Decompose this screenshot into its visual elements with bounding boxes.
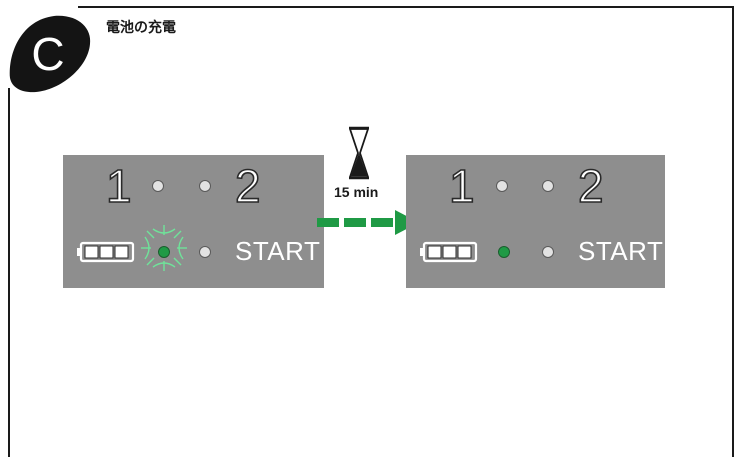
charge-led-green-steady — [498, 246, 510, 258]
hourglass-icon — [349, 126, 369, 180]
charge-time-label: 15 min — [334, 184, 379, 200]
channel-digit-2: 2 — [577, 160, 604, 212]
start-led-off — [542, 246, 554, 258]
battery-3-bars-icon — [77, 241, 135, 263]
channel-led-2 — [199, 180, 211, 192]
start-led-off — [199, 246, 211, 258]
frame-top-border — [78, 6, 734, 8]
channel-led-2 — [542, 180, 554, 192]
section-badge: C — [9, 15, 91, 93]
start-label: START — [578, 236, 664, 266]
charger-panel-before: 1 2 START — [63, 155, 324, 288]
charger-panel-after: 1 2 START — [406, 155, 665, 288]
start-label: START — [235, 236, 321, 266]
channel-led-1 — [152, 180, 164, 192]
frame-right-border — [732, 6, 734, 457]
section-title: 電池の充電 — [106, 20, 176, 36]
charge-led-green-blinking — [158, 246, 170, 258]
frame-left-border — [8, 88, 10, 457]
channel-led-1 — [496, 180, 508, 192]
blinking-light-icon — [141, 225, 187, 271]
channel-digit-1: 1 — [105, 160, 132, 212]
channel-digit-1: 1 — [448, 160, 475, 212]
channel-digit-2: 2 — [234, 160, 261, 212]
battery-3-bars-icon — [420, 241, 478, 263]
section-badge-letter: C — [31, 28, 64, 80]
